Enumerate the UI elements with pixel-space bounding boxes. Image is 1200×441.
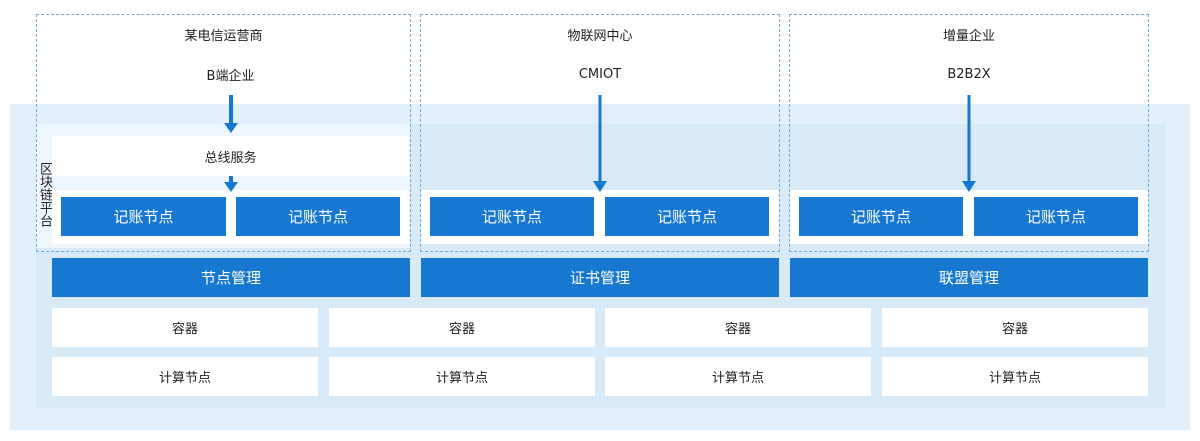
ledger-node: 记账节点 xyxy=(430,197,594,236)
column-2-outline xyxy=(420,14,780,252)
node-management-box: 节点管理 xyxy=(52,258,410,297)
column-1-source-box: B端企业 xyxy=(52,54,409,94)
ledger-node: 记账节点 xyxy=(236,197,400,236)
column-3-source-box: B2B2X xyxy=(790,54,1148,94)
column-2-title: 物联网中心 xyxy=(567,28,633,44)
compute-node-box: 计算节点 xyxy=(882,357,1148,396)
column-3-outline xyxy=(789,14,1149,252)
container-box: 容器 xyxy=(52,308,318,347)
column-2-source-box: CMIOT xyxy=(421,54,779,94)
platform-label: 区块链平台 xyxy=(37,162,52,227)
compute-node-box: 计算节点 xyxy=(329,357,595,396)
compute-node-box: 计算节点 xyxy=(605,357,871,396)
certificate-management-box: 证书管理 xyxy=(421,258,779,297)
column-3-title: 增量企业 xyxy=(942,28,995,44)
column-1-title: 某电信运营商 xyxy=(184,28,263,44)
container-box: 容器 xyxy=(329,308,595,347)
ledger-node: 记账节点 xyxy=(61,197,226,236)
compute-node-box: 计算节点 xyxy=(52,357,318,396)
ledger-node: 记账节点 xyxy=(605,197,769,236)
container-box: 容器 xyxy=(882,308,1148,347)
bus-service-box: 总线服务 xyxy=(52,136,409,176)
ledger-node: 记账节点 xyxy=(799,197,963,236)
ledger-node: 记账节点 xyxy=(974,197,1138,236)
container-box: 容器 xyxy=(605,308,871,347)
alliance-management-box: 联盟管理 xyxy=(790,258,1148,297)
column-1-outline xyxy=(36,14,411,252)
